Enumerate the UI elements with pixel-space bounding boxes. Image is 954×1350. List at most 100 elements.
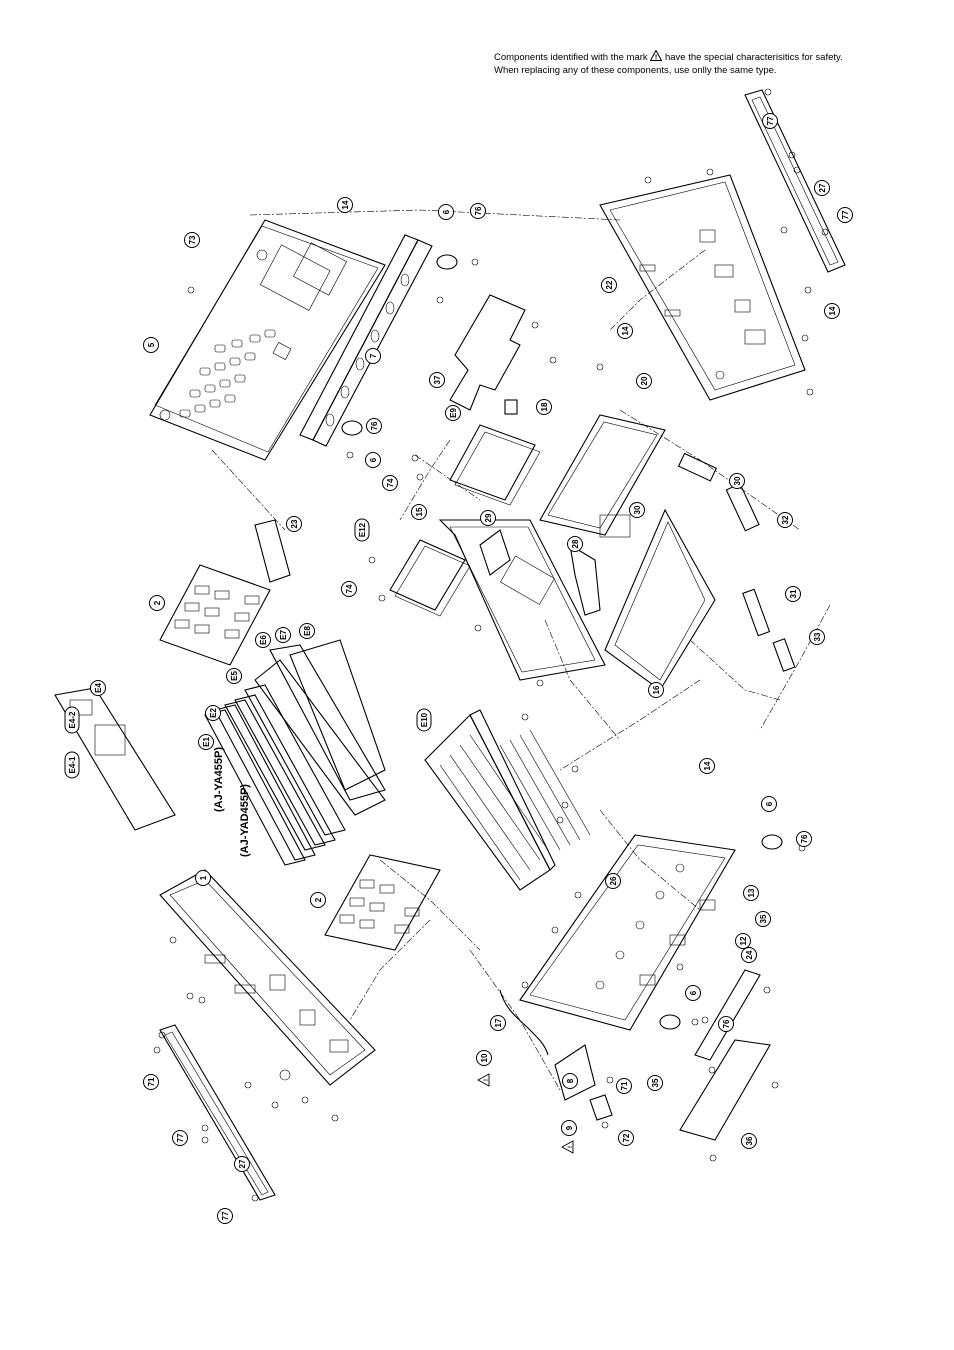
- callout: 16: [648, 682, 664, 698]
- callout: 13: [743, 885, 759, 901]
- callout: 2: [310, 892, 326, 908]
- svg-text:2: 2: [314, 897, 323, 902]
- callout: E10: [416, 708, 432, 732]
- guide-lines: [211, 209, 831, 1091]
- callout: 76: [366, 418, 382, 434]
- svg-text:73: 73: [188, 235, 197, 244]
- part-6-feet: [341, 254, 783, 1030]
- callout: 33: [809, 629, 825, 645]
- callout: 22: [601, 277, 617, 293]
- model-label-yad455p: (AJ-YAD455P): [239, 784, 251, 857]
- callout: 32: [777, 512, 793, 528]
- svg-text:E1: E1: [202, 737, 211, 747]
- warning-triangle-icon: !: [561, 1140, 574, 1154]
- part-2-shield-lower: [324, 854, 441, 951]
- callout: 23: [286, 516, 302, 532]
- callout: 30: [629, 502, 645, 518]
- svg-text:30: 30: [633, 505, 642, 514]
- callout: 31: [785, 586, 801, 602]
- svg-text:E12: E12: [358, 522, 367, 537]
- warning-triangle-icon: !: [650, 50, 663, 61]
- svg-text:23: 23: [290, 519, 299, 528]
- callout: E12: [354, 518, 370, 542]
- callout: 2: [149, 595, 165, 611]
- svg-text:E2: E2: [209, 708, 218, 718]
- svg-text:76: 76: [474, 206, 483, 215]
- svg-text:5: 5: [147, 342, 156, 347]
- callout: 77: [837, 207, 853, 223]
- svg-text:76: 76: [370, 421, 379, 430]
- callout: 6: [761, 796, 777, 812]
- callout: 27: [234, 1156, 250, 1172]
- callout: E7: [275, 627, 291, 643]
- svg-text:8: 8: [566, 1078, 575, 1083]
- safety-note-text-b: have the special characterisitics for sa…: [664, 52, 843, 63]
- part-22-chassis: [599, 174, 806, 401]
- callout: E4: [90, 680, 106, 696]
- svg-text:28: 28: [571, 539, 580, 548]
- callout: 35: [647, 1075, 663, 1091]
- svg-text:31: 31: [789, 589, 798, 598]
- svg-text:E7: E7: [279, 630, 288, 640]
- part-1-chassis: [159, 869, 376, 1086]
- callout: 74: [382, 475, 398, 491]
- part-8-block: [554, 1044, 596, 1101]
- callout: 14: [617, 323, 633, 339]
- svg-text:74: 74: [386, 478, 395, 487]
- callout: 6: [365, 452, 381, 468]
- svg-text:72: 72: [622, 1133, 631, 1142]
- part-32-strip: [725, 482, 760, 532]
- part-E9-module: [449, 424, 541, 506]
- safety-note: Components identified with the mark ! ha…: [494, 50, 843, 77]
- callout: 7: [365, 348, 381, 364]
- callout: 8: [562, 1073, 578, 1089]
- svg-text:12: 12: [739, 936, 748, 945]
- svg-text:71: 71: [147, 1077, 156, 1086]
- callout: E4-1: [64, 751, 80, 779]
- callout: 26: [605, 873, 621, 889]
- callout: E2: [205, 705, 221, 721]
- callout: E6: [255, 632, 271, 648]
- svg-text:30: 30: [733, 476, 742, 485]
- safety-note-line-2: When replacing any of these components, …: [494, 65, 777, 76]
- svg-text:14: 14: [341, 200, 350, 209]
- svg-text:6: 6: [765, 801, 774, 806]
- part-16-frame: [604, 508, 716, 691]
- part-E4-1-chip: [94, 724, 126, 756]
- svg-text:7: 7: [369, 353, 378, 358]
- callout: 17: [490, 1015, 506, 1031]
- svg-text:27: 27: [818, 183, 827, 192]
- callout: 5: [143, 337, 159, 353]
- part-7-rail: [299, 234, 433, 447]
- svg-text:E6: E6: [259, 635, 268, 645]
- svg-text:71: 71: [620, 1081, 629, 1090]
- svg-text:32: 32: [781, 515, 790, 524]
- callout: 27: [814, 180, 830, 196]
- svg-text:1: 1: [199, 875, 208, 880]
- svg-text:14: 14: [621, 326, 630, 335]
- callout: 6: [438, 204, 454, 220]
- svg-text:77: 77: [766, 116, 775, 125]
- callout: 29: [480, 510, 496, 526]
- svg-text:76: 76: [800, 834, 809, 843]
- callout: 71: [616, 1078, 632, 1094]
- svg-text:24: 24: [745, 950, 754, 959]
- callout: 76: [796, 831, 812, 847]
- svg-text:E4-1: E4-1: [68, 756, 77, 773]
- svg-text:76: 76: [722, 1019, 731, 1028]
- part-28-plate: [569, 543, 601, 616]
- model-labels: (AJ-YA455P) (AJ-YAD455P): [213, 747, 251, 857]
- callout: 77: [172, 1130, 188, 1146]
- callout: 15: [411, 504, 427, 520]
- callout: 76: [470, 203, 486, 219]
- svg-text:6: 6: [442, 209, 451, 214]
- svg-text:37: 37: [433, 375, 442, 384]
- part-9-block: [589, 1094, 613, 1121]
- svg-text:20: 20: [640, 376, 649, 385]
- part-30-pad: [599, 514, 631, 538]
- svg-text:35: 35: [651, 1078, 660, 1087]
- svg-text:E9: E9: [449, 408, 458, 418]
- svg-text:33: 33: [813, 632, 822, 641]
- part-13-rear-panel: [519, 834, 736, 1031]
